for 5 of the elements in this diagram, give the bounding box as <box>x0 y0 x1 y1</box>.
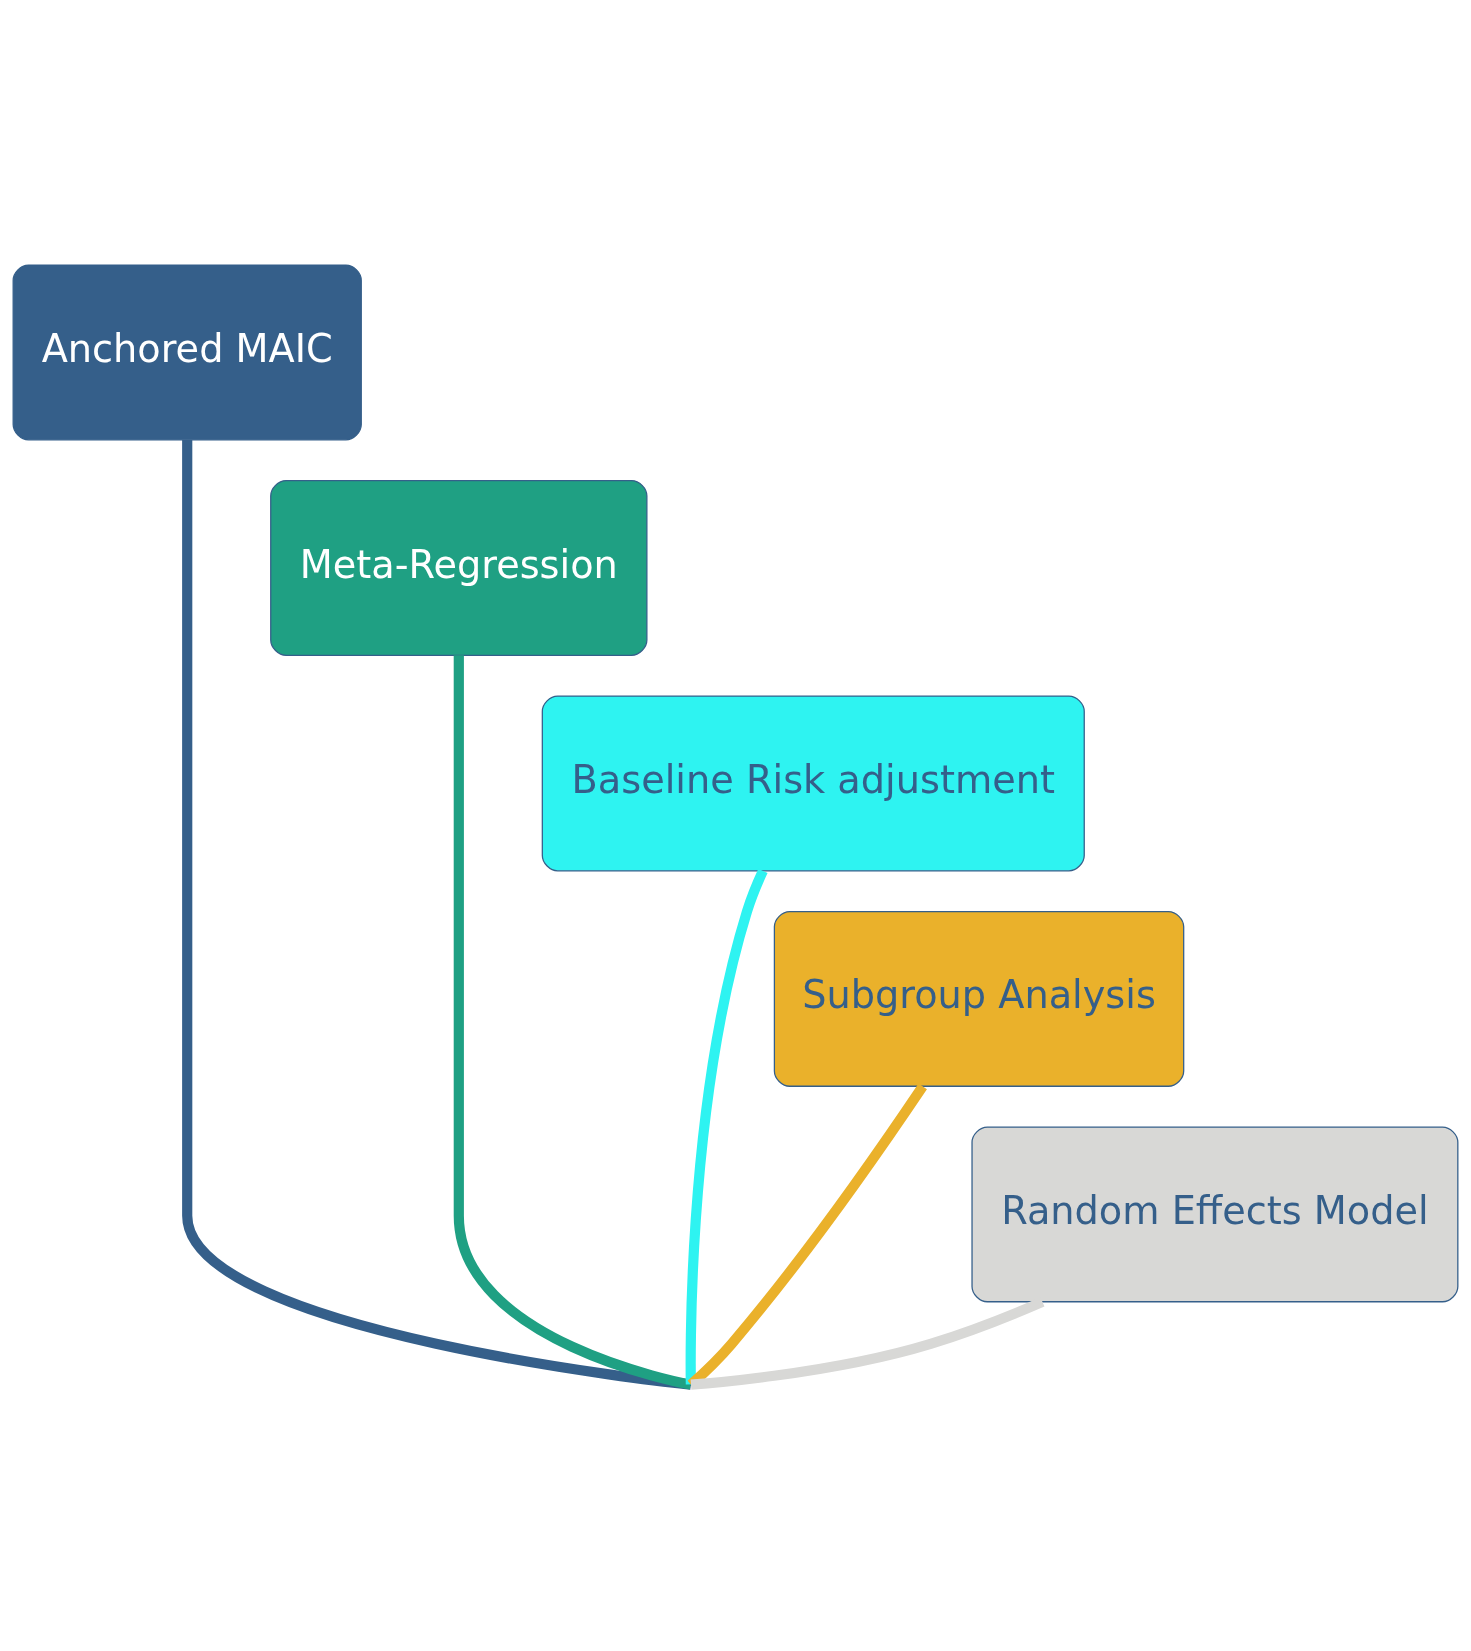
node-box: Meta-Regression <box>270 479 648 656</box>
node-box: Anchored MAIC <box>12 264 362 441</box>
node-box: Random Effects Model <box>971 1126 1459 1303</box>
node-box: Subgroup Analysis <box>773 910 1185 1087</box>
node-box: Baseline Risk adjustment <box>541 695 1085 872</box>
